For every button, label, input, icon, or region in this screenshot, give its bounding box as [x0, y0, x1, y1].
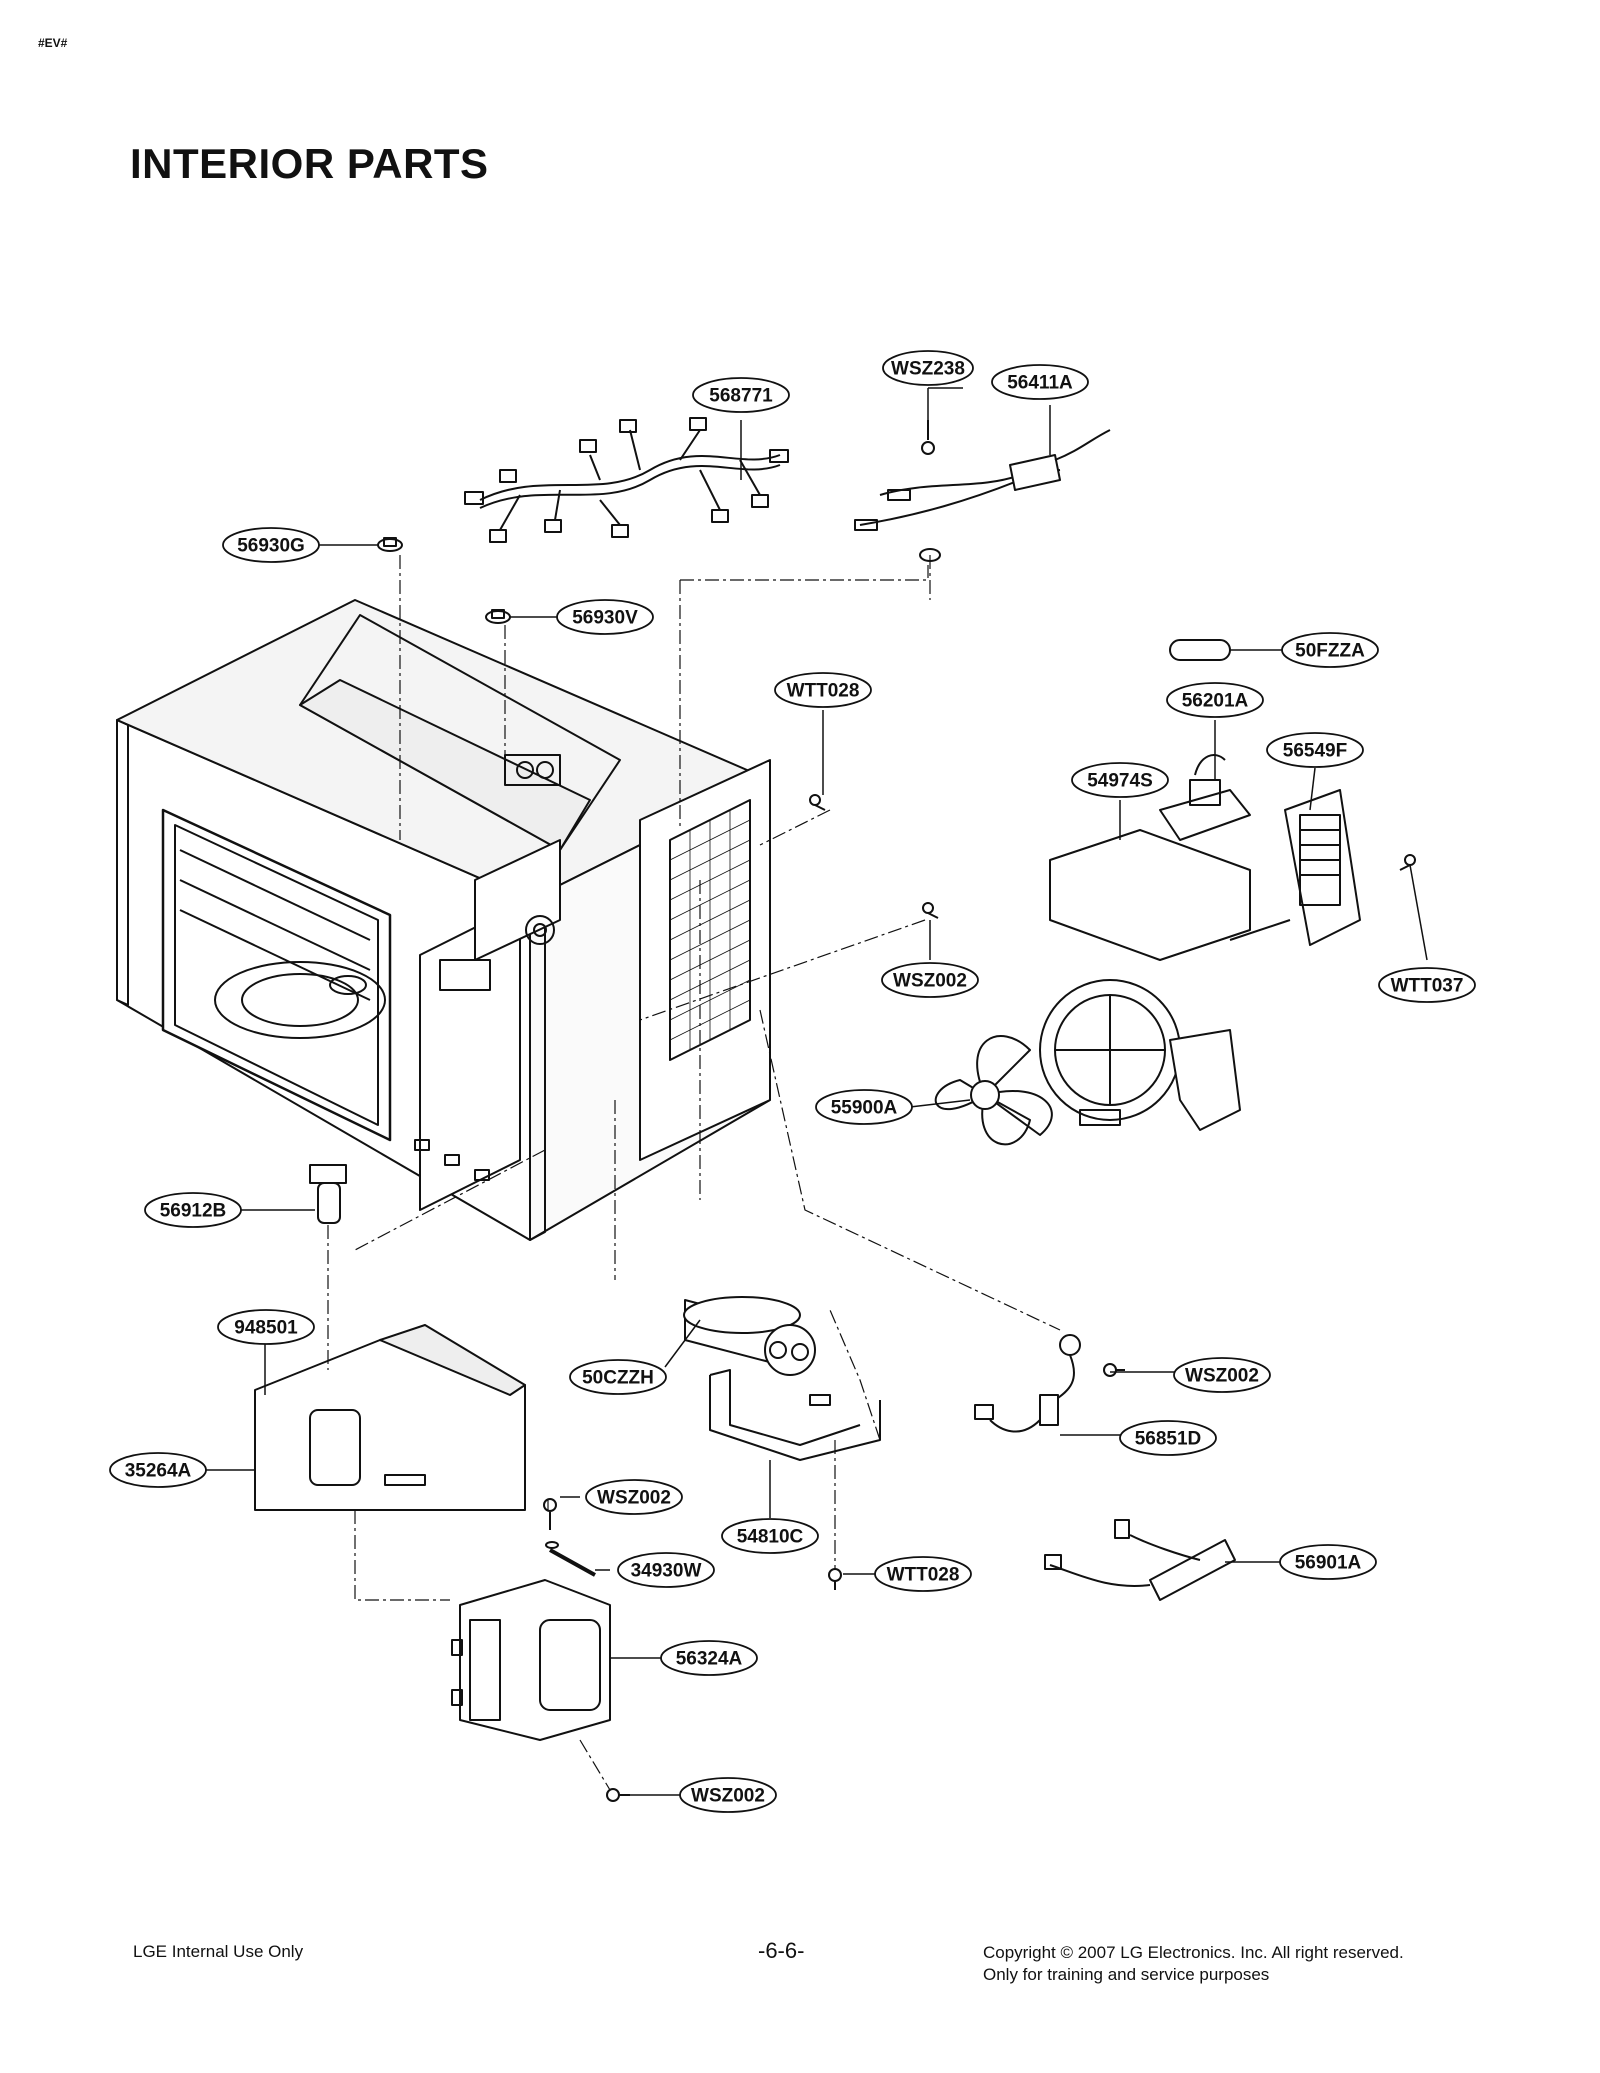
callout-50fzza: 50FZZA	[1295, 641, 1365, 662]
callout-56411a: 56411A	[1007, 373, 1073, 394]
fan-blade-drawing	[934, 1035, 1053, 1146]
noise-filter-drawing	[1159, 754, 1251, 841]
callout-wsz002-magnetron: WSZ002	[691, 1786, 765, 1807]
callout-56201a: 56201A	[1182, 691, 1249, 712]
capacitor-bracket-drawing	[709, 1369, 881, 1461]
copyright-line: Copyright © 2007 LG Electronics. Inc. Al…	[983, 1943, 1404, 1962]
power-cord-drawing	[854, 420, 1111, 562]
fan-bracket-drawing	[1039, 829, 1251, 1131]
transformer-drawing	[254, 1324, 526, 1511]
callout-35264a: 35264A	[125, 1461, 192, 1482]
assembly-lines	[327, 555, 1061, 1791]
callout-wsz002-transformer: WSZ002	[597, 1488, 671, 1509]
footer-internal-use: LGE Internal Use Only	[133, 1942, 304, 1961]
magnetron-drawing	[451, 1579, 611, 1741]
callout-56324a: 56324A	[676, 1649, 743, 1670]
callout-56930v: 56930V	[572, 608, 638, 629]
callout-56912b: 56912B	[160, 1201, 227, 1222]
thermostats-drawing	[377, 537, 511, 624]
callout-50czzh: 50CZZH	[582, 1368, 654, 1389]
callout-34930w: 34930W	[631, 1561, 702, 1582]
callout-wsz002-fan: WSZ002	[893, 971, 967, 992]
callout-wtt028-top: WTT028	[787, 681, 860, 702]
callout-wtt028-bottom: WTT028	[887, 1565, 960, 1586]
callout-wtt037: WTT037	[1391, 976, 1464, 997]
fuse-drawing	[1169, 639, 1231, 661]
wire-harness-drawing	[464, 417, 789, 543]
callout-56930g: 56930G	[237, 536, 305, 557]
diode-drawing	[974, 1334, 1081, 1433]
callout-ovals	[109, 350, 1476, 1813]
callout-54810c: 54810C	[737, 1527, 804, 1548]
callout-948501: 948501	[234, 1318, 298, 1339]
usage-note: Only for training and service purposes	[983, 1965, 1270, 1984]
leader-lines	[205, 387, 1428, 1796]
callout-54974s: 54974S	[1087, 771, 1153, 792]
screws-drawing	[543, 794, 1416, 1802]
fan-motor-drawing	[1229, 789, 1361, 946]
callout-56549f: 56549F	[1283, 741, 1347, 762]
callout-55900a: 55900A	[831, 1098, 898, 1119]
capacitor-drawing	[683, 1296, 816, 1376]
callout-56901a: 56901A	[1295, 1553, 1362, 1574]
oven-cavity-drawing	[116, 599, 771, 1241]
interlock-switch-drawing	[1044, 1519, 1236, 1601]
footer-copyright: Copyright © 2007 LG Electronics. Inc. Al…	[983, 1942, 1404, 1986]
callout-568771: 568771	[709, 386, 773, 407]
page-title: INTERIOR PARTS	[130, 140, 489, 187]
page-tag: #EV#	[38, 36, 68, 50]
lamp-drawing	[309, 1164, 347, 1224]
callout-56851d: 56851D	[1135, 1429, 1202, 1450]
page-number: -6-6-	[758, 1938, 805, 1963]
callout-wsz002-diode: WSZ002	[1185, 1366, 1259, 1387]
callout-wsz238: WSZ238	[891, 359, 965, 380]
